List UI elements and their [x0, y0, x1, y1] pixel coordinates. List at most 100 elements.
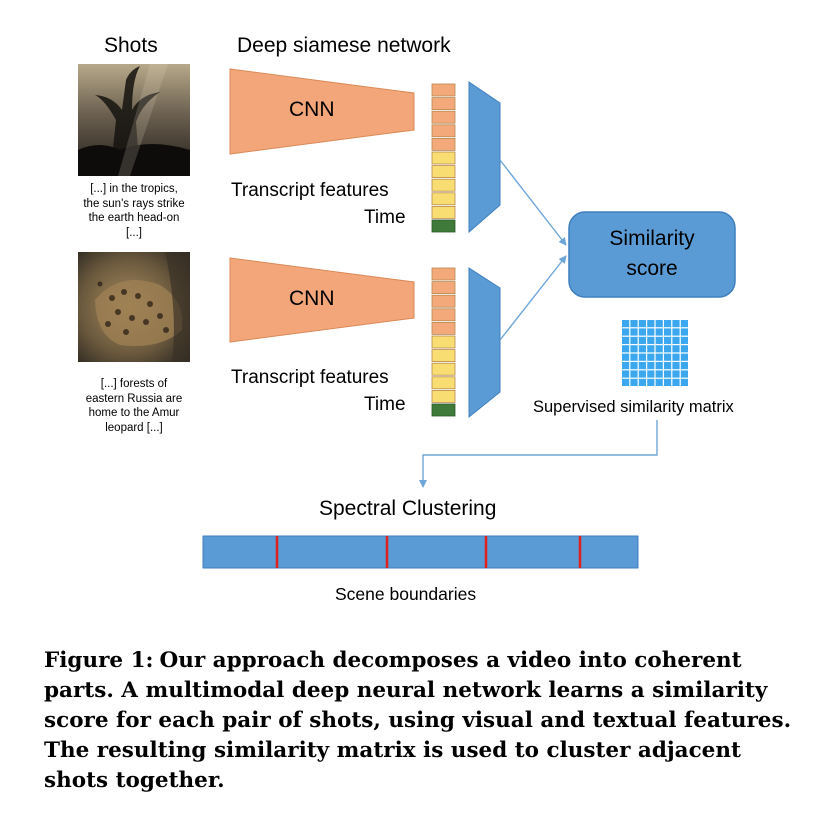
matrix-cell [655, 362, 663, 370]
supervised-similarity-matrix-label: Supervised similarity matrix [533, 398, 734, 416]
matrix-cell [630, 353, 638, 361]
transcript-features-label-top: Transcript features [231, 180, 389, 201]
feature-cell-cnn-1-1 [431, 83, 456, 97]
matrix-cell [622, 320, 630, 328]
matrix-cell [655, 370, 663, 378]
matrix-cell [655, 328, 663, 336]
feature-cell-transcript-1-6 [431, 151, 456, 165]
transcript-features-label-bottom: Transcript features [231, 367, 389, 388]
similarity-score-box [568, 211, 736, 298]
matrix-cell [630, 328, 638, 336]
matrix-cell [630, 378, 638, 386]
arrow-matrix-to-clustering [419, 420, 658, 488]
matrix-cell [680, 320, 688, 328]
feature-cell-cnn-1-2 [431, 97, 456, 110]
matrix-cell [655, 353, 663, 361]
matrix-cell [664, 370, 672, 378]
matrix-cell [638, 336, 646, 344]
figure-caption: Figure 1:Our approach decomposes a video… [44, 646, 794, 796]
matrix-cell [664, 362, 672, 370]
matrix-cell [655, 345, 663, 353]
matrix-cell [630, 320, 638, 328]
matrix-cell [672, 353, 680, 361]
matrix-cell [647, 345, 655, 353]
matrix-cell [622, 328, 630, 336]
feature-cell-cnn-1-5 [431, 137, 456, 151]
feature-cell-time-2-11 [431, 403, 456, 417]
matrix-cell [630, 336, 638, 344]
matrix-cell [672, 370, 680, 378]
matrix-cell [664, 328, 672, 336]
matrix-cell [680, 328, 688, 336]
figure-caption-text: Our approach decomposes a video into coh… [44, 648, 792, 793]
matrix-cell [622, 336, 630, 344]
feature-cell-transcript-2-7 [431, 349, 456, 363]
scene-timeline-bar [202, 535, 639, 569]
matrix-cell [638, 353, 646, 361]
matrix-cell [647, 336, 655, 344]
matrix-cell [638, 362, 646, 370]
time-label-bottom: Time [364, 394, 406, 415]
feature-cell-cnn-2-4 [431, 308, 456, 322]
feature-cell-transcript-2-6 [431, 335, 456, 349]
matrix-cell [672, 378, 680, 386]
matrix-cell [680, 370, 688, 378]
siamese-merge-block-top [468, 81, 501, 234]
matrix-cell [680, 345, 688, 353]
matrix-cell [672, 336, 680, 344]
matrix-cell [647, 353, 655, 361]
matrix-cell [638, 328, 646, 336]
amur-leopard-thumbnail [78, 252, 190, 362]
cnn-block-top [229, 68, 415, 155]
time-label-top: Time [364, 207, 406, 228]
jungle-sunrays-thumbnail [78, 64, 190, 176]
diagram-canvas [78, 64, 736, 569]
feature-cell-cnn-2-3 [431, 294, 456, 308]
matrix-cell [622, 370, 630, 378]
matrix-cell [647, 378, 655, 386]
matrix-cell [647, 320, 655, 328]
cnn-block-bottom [229, 257, 415, 343]
matrix-cell [672, 362, 680, 370]
shots-header: Shots [104, 34, 158, 57]
feature-cell-transcript-2-8 [431, 362, 456, 376]
matrix-cell [672, 328, 680, 336]
matrix-cell [630, 370, 638, 378]
shot-caption-1: [...] in the tropics, the sun's rays str… [83, 183, 185, 239]
matrix-cell [647, 370, 655, 378]
feature-cell-transcript-2-9 [431, 376, 456, 390]
feature-cell-transcript-1-9 [431, 192, 456, 206]
matrix-cell [664, 345, 672, 353]
matrix-cell [622, 378, 630, 386]
matrix-cell [664, 353, 672, 361]
feature-cell-cnn-2-1 [431, 267, 456, 281]
matrix-cell [638, 320, 646, 328]
matrix-cell [622, 362, 630, 370]
figure-label: Figure 1: [44, 648, 154, 673]
matrix-cell [622, 345, 630, 353]
shot-caption-2: [...] forests of eastern Russia are home… [85, 378, 183, 434]
feature-cell-time-1-11 [431, 219, 456, 233]
similarity-score-label: Similarity score [609, 227, 695, 280]
matrix-cell [655, 336, 663, 344]
matrix-cell [647, 328, 655, 336]
scene-boundaries-label: Scene boundaries [335, 584, 477, 604]
feature-cell-transcript-1-10 [431, 205, 456, 219]
feature-vector-stacks [431, 83, 456, 417]
matrix-cell [672, 345, 680, 353]
matrix-cell [680, 362, 688, 370]
matrix-cell [630, 345, 638, 353]
feature-cell-cnn-1-4 [431, 124, 456, 138]
matrix-cell [672, 320, 680, 328]
spectral-clustering-title: Spectral Clustering [319, 497, 497, 520]
feature-cell-cnn-1-3 [431, 110, 456, 124]
siamese-merge-block-bottom [468, 267, 501, 419]
cnn-label-bottom: CNN [289, 287, 335, 310]
cnn-label-top: CNN [289, 98, 335, 121]
feature-cell-cnn-2-5 [431, 321, 456, 335]
matrix-cell [664, 320, 672, 328]
network-header: Deep siamese network [237, 34, 451, 57]
arrow-bottom-to-similarity [499, 255, 567, 341]
feature-cell-cnn-2-2 [431, 281, 456, 295]
arrow-top-to-similarity [499, 159, 567, 246]
